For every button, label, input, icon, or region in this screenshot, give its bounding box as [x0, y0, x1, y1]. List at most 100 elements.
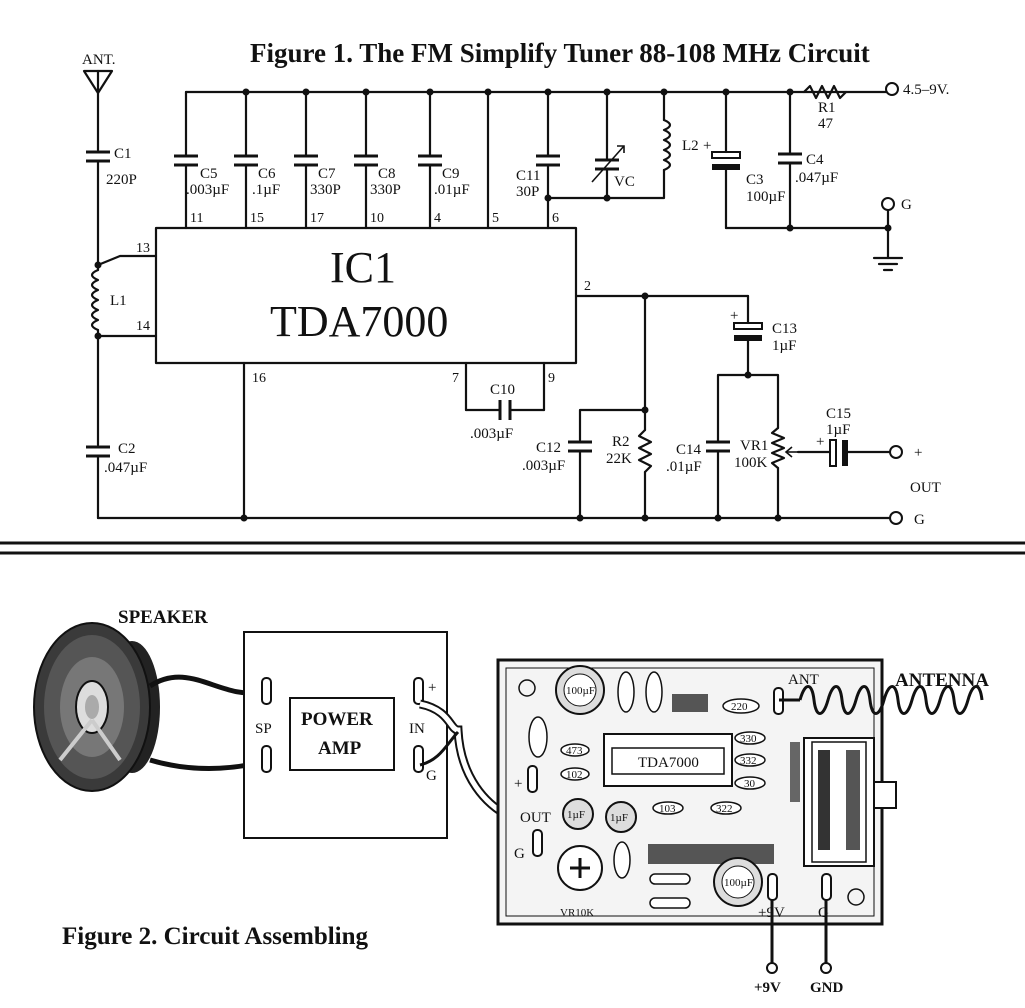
- pcb-g-label: G: [818, 905, 829, 921]
- pin-7: 7: [452, 371, 459, 386]
- r1-value: 47: [818, 116, 834, 132]
- inductor-l1: L1: [90, 254, 158, 447]
- antenna-label: ANT.: [82, 52, 115, 68]
- pcb-out-g: G: [514, 846, 525, 862]
- pcb-mark-103: 103: [659, 803, 676, 815]
- c6-name: C6: [258, 166, 276, 182]
- c9-value: .01µF: [434, 182, 470, 198]
- capacitor-c4: C4 .047µF: [778, 90, 838, 232]
- c1-value: 220P: [106, 172, 137, 188]
- pcb-cap-100uf-bottom: 100µF: [724, 877, 753, 889]
- c10-name: C10: [490, 382, 515, 398]
- c15-value: 1µF: [826, 422, 851, 438]
- c4-value: .047µF: [795, 170, 838, 186]
- antenna-text: ANTENNA: [895, 670, 989, 691]
- ic1-tda7000: IC1 TDA7000: [154, 226, 578, 365]
- figure-1-schematic: Figure 1. The FM Simplify Tuner 88-108 M…: [82, 38, 949, 528]
- pin-17: 17: [310, 211, 324, 226]
- resistor-r2: R2 22K: [606, 428, 653, 520]
- pin-5-connection: 5: [484, 88, 499, 230]
- c11-name: C11: [516, 168, 540, 184]
- output-label: OUT: [910, 480, 941, 496]
- c2-value: .047µF: [104, 460, 147, 476]
- pin-2: 2: [584, 279, 591, 294]
- vc-label: VC: [614, 174, 635, 190]
- resistor-r1: R1 47: [786, 84, 848, 132]
- capacitor-c12: C12 .003µF: [522, 440, 592, 520]
- supply-label: 4.5–9V.: [903, 82, 949, 98]
- capacitor-c5: C5 .003µF 11: [174, 90, 229, 230]
- ground-terminal-label: G: [901, 197, 912, 213]
- c13-value: 1µF: [772, 338, 797, 354]
- capacitor-c3: + C3 100µF: [703, 88, 786, 230]
- c5-value: .003µF: [186, 182, 229, 198]
- pcb-board: 100µF 220 473 102 TDA7000 330 332 30 103…: [496, 658, 897, 926]
- capacitor-c8: C8 330P 10: [354, 88, 401, 230]
- vr1-name: VR1: [740, 438, 768, 454]
- l1-label: L1: [110, 293, 127, 309]
- c9-name: C9: [442, 166, 460, 182]
- pcb-mark-30: 30: [744, 778, 756, 790]
- pin-10: 10: [370, 211, 384, 226]
- supply-terminal: 4.5–9V.: [885, 82, 949, 98]
- pin-13: 13: [136, 241, 150, 256]
- r1-name: R1: [818, 100, 836, 116]
- pin-14: 14: [136, 319, 150, 334]
- output-plus: +: [914, 445, 922, 461]
- capacitor-c11: C11 30P 6: [516, 88, 560, 230]
- capacitor-c2: C2 .047µF: [86, 441, 147, 520]
- pcb-cap-1uf-b: 1µF: [610, 812, 628, 824]
- pin-16-ground: 16: [242, 361, 266, 520]
- pin-16: 16: [252, 371, 266, 386]
- antenna-coil: ANTENNA: [779, 670, 989, 715]
- c8-value: 330P: [370, 182, 401, 198]
- c12-name: C12: [536, 440, 561, 456]
- antenna-symbol: ANT.: [82, 52, 115, 152]
- pin-9: 9: [548, 371, 555, 386]
- pcb-ant-label: ANT: [788, 672, 819, 688]
- c7-name: C7: [318, 166, 336, 182]
- pcb-cap-100uf-top: 100µF: [566, 685, 595, 697]
- ground-rail: [96, 514, 892, 522]
- l2-label: L2: [682, 138, 699, 154]
- ic1-name: IC1: [330, 243, 396, 292]
- c7-value: 330P: [310, 182, 341, 198]
- in-g-label: G: [426, 768, 437, 784]
- output-terminals: + OUT G: [889, 445, 941, 528]
- pin-5: 5: [492, 211, 499, 226]
- pcb-mark-322: 322: [716, 803, 733, 815]
- sp-label: SP: [255, 721, 272, 737]
- in-plus-label: +: [428, 680, 436, 696]
- pin-11: 11: [190, 211, 203, 226]
- svg-text:+: +: [703, 138, 711, 154]
- svg-text:+: +: [730, 308, 738, 324]
- pcb-mark-220: 220: [731, 701, 748, 713]
- r2-name: R2: [612, 434, 630, 450]
- c1-name: C1: [114, 146, 132, 162]
- pcb-chip-label: TDA7000: [638, 755, 699, 771]
- c11-value: 30P: [516, 184, 539, 200]
- figure-2-assembly: SPEAKER POWER AMP SP + IN G: [33, 607, 989, 996]
- wire-plus9v-label: +9V: [754, 980, 781, 996]
- amp-line-1: POWER: [301, 709, 373, 730]
- capacitor-c9: C9 .01µF 4: [418, 88, 470, 230]
- c10-value: .003µF: [470, 426, 513, 442]
- c3-name: C3: [746, 172, 764, 188]
- pcb-vr-label: VR10K: [560, 907, 594, 919]
- pcb-mark-332: 332: [740, 755, 757, 767]
- power-amp-module: POWER AMP SP + IN G: [243, 631, 448, 839]
- audio-output-network: 2: [574, 279, 750, 442]
- pcb-out-label: OUT: [520, 810, 551, 826]
- speaker-label: SPEAKER: [118, 607, 208, 628]
- c14-value: .01µF: [666, 459, 702, 475]
- c3-value: 100µF: [746, 189, 786, 205]
- capacitor-c7: C7 330P 17: [294, 88, 341, 230]
- wire-gnd-label: GND: [810, 980, 844, 996]
- pin-4: 4: [434, 211, 441, 226]
- capacitor-c14: C14 .01µF: [666, 373, 750, 520]
- c15-name: C15: [826, 406, 851, 422]
- c12-value: .003µF: [522, 458, 565, 474]
- capacitor-c15: + C15 1µF: [796, 406, 892, 467]
- capacitor-c10: 7 9 C10 .003µF: [452, 361, 555, 442]
- ic1-part: TDA7000: [270, 297, 448, 346]
